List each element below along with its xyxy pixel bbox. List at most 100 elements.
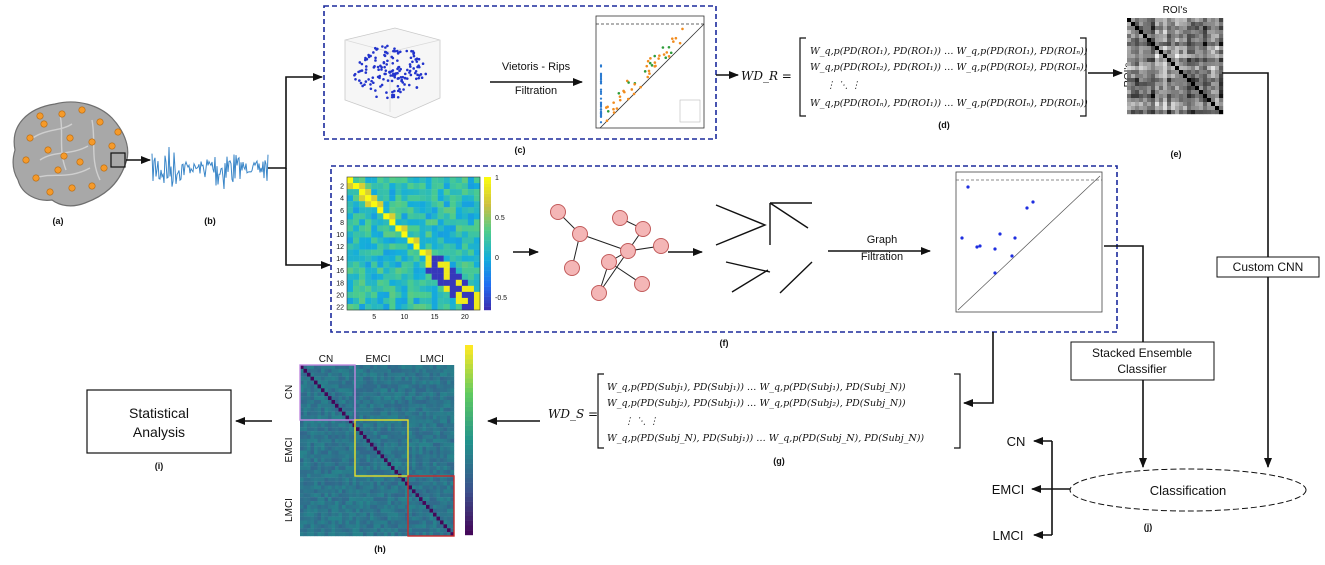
subject-cell bbox=[384, 532, 388, 537]
corr-cell bbox=[395, 267, 402, 274]
subject-cell bbox=[307, 415, 311, 420]
subject-cell bbox=[380, 434, 385, 440]
roi-cell bbox=[1175, 30, 1180, 35]
roi-cell bbox=[1207, 54, 1212, 59]
roi-cell bbox=[1135, 110, 1140, 115]
subject-cell bbox=[391, 454, 395, 459]
panel-label-e: (e) bbox=[1171, 149, 1182, 159]
roi-cell bbox=[1179, 90, 1184, 95]
corr-cell bbox=[437, 267, 444, 274]
subject-cell bbox=[377, 508, 381, 513]
subject-cell bbox=[436, 372, 441, 377]
roi-cell bbox=[1179, 42, 1184, 47]
subject-cell bbox=[436, 442, 441, 447]
corr-cbar-segment bbox=[484, 300, 491, 304]
subject-cell bbox=[331, 508, 336, 513]
roi-cell bbox=[1167, 30, 1172, 35]
subject-cell bbox=[387, 403, 392, 408]
roi-cell bbox=[1147, 34, 1152, 39]
subject-cell bbox=[429, 493, 434, 498]
subject-cell bbox=[317, 427, 322, 432]
subject-cell bbox=[447, 434, 451, 440]
corr-cell bbox=[359, 219, 366, 226]
subject-cell bbox=[307, 532, 311, 537]
corr-cell bbox=[395, 207, 402, 214]
corr-cbar-segment bbox=[484, 200, 491, 204]
subject-cell bbox=[401, 365, 406, 370]
subject-cell bbox=[373, 399, 378, 405]
corr-cell bbox=[449, 249, 457, 256]
subject-cell bbox=[363, 458, 367, 463]
subject-cell bbox=[317, 380, 322, 385]
corr-cell bbox=[431, 249, 438, 256]
subject-cell bbox=[433, 466, 437, 471]
roi-cell bbox=[1191, 86, 1196, 91]
subject-cell bbox=[345, 528, 350, 533]
brain-node bbox=[32, 174, 40, 182]
roi-cell bbox=[1139, 34, 1144, 39]
subject-cell bbox=[433, 489, 437, 494]
subject-cell bbox=[387, 384, 392, 389]
corr-cbar-segment bbox=[484, 206, 491, 211]
subject-cell bbox=[345, 473, 350, 478]
corr-cbar-segment bbox=[484, 266, 491, 271]
subject-cell bbox=[307, 528, 311, 533]
subject-cell bbox=[401, 524, 406, 529]
corr-cell bbox=[401, 291, 408, 299]
subject-cell bbox=[394, 403, 399, 408]
subject-cell bbox=[433, 504, 437, 509]
roi-cell bbox=[1199, 50, 1204, 55]
subject-cell bbox=[349, 524, 353, 529]
subject-cell bbox=[419, 419, 423, 424]
subject-cell bbox=[387, 462, 392, 467]
subject-cell bbox=[314, 427, 318, 432]
corr-cbar-segment bbox=[484, 223, 491, 228]
subject-cell bbox=[391, 376, 395, 381]
roi-cell bbox=[1171, 102, 1176, 107]
roi-cell bbox=[1159, 22, 1164, 27]
subject-cell bbox=[419, 497, 423, 502]
subject-cell bbox=[440, 407, 444, 412]
roi-cell bbox=[1183, 46, 1188, 51]
brain-node bbox=[96, 118, 104, 126]
subject-cell bbox=[450, 450, 455, 455]
subject-cell bbox=[349, 376, 353, 381]
corr-cell bbox=[425, 207, 432, 214]
subject-cell bbox=[436, 493, 441, 498]
corr-cell bbox=[395, 183, 402, 190]
subject-cell bbox=[370, 477, 374, 482]
subject-cell bbox=[303, 512, 308, 517]
roi-cell bbox=[1175, 90, 1180, 95]
subject-cell bbox=[408, 434, 413, 440]
roi-cell bbox=[1127, 78, 1132, 83]
roi-cell bbox=[1215, 26, 1220, 31]
corr-cell bbox=[365, 285, 372, 293]
subject-cell bbox=[363, 508, 367, 513]
corr-cell bbox=[461, 255, 469, 262]
corr-cell bbox=[347, 195, 354, 202]
cloud-point bbox=[411, 60, 414, 64]
corr-cell bbox=[389, 225, 396, 232]
cloud-point bbox=[364, 68, 368, 71]
roi-cell bbox=[1151, 94, 1156, 99]
subject-cell bbox=[384, 415, 388, 420]
subject-cell bbox=[408, 497, 413, 502]
roi-cell bbox=[1199, 86, 1204, 91]
subject-cell bbox=[436, 504, 441, 509]
corr-cell bbox=[377, 219, 384, 226]
subject-cell bbox=[384, 450, 388, 455]
vietoris-label-line1: Vietoris - Rips bbox=[502, 61, 571, 73]
corr-cell bbox=[431, 303, 438, 311]
corr-cell bbox=[419, 243, 426, 250]
roi-cell bbox=[1131, 106, 1136, 111]
subject-cell bbox=[314, 508, 318, 513]
subject-cell bbox=[387, 376, 392, 381]
roi-cell bbox=[1155, 106, 1160, 111]
subject-cell bbox=[408, 427, 413, 432]
subject-cell bbox=[426, 427, 430, 432]
subject-cell bbox=[436, 512, 441, 517]
subject-cell bbox=[342, 462, 346, 467]
subject-cell bbox=[335, 512, 339, 517]
roi-cell bbox=[1191, 110, 1196, 115]
